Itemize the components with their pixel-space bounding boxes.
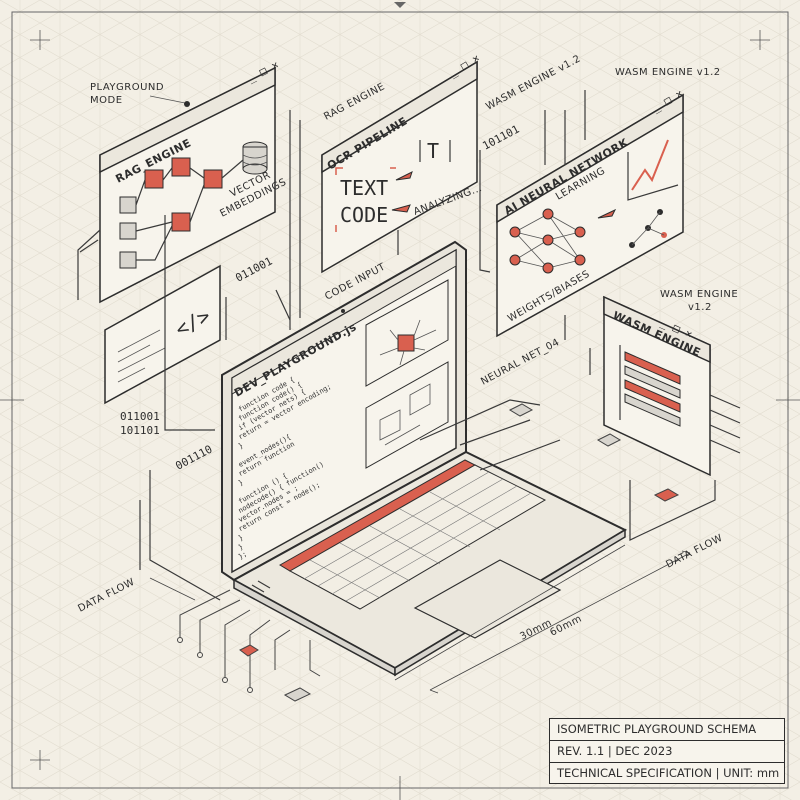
dimension-lines xyxy=(149,544,691,694)
binary-label-4: 101101 xyxy=(120,424,160,437)
playground-label-2: MODE xyxy=(90,95,123,106)
title-block: ISOMETRIC PLAYGROUND SCHEMA REV. 1.1 | D… xyxy=(549,718,785,784)
connector-lines xyxy=(77,90,716,601)
camera-icon xyxy=(341,309,345,313)
ocr-glyph: T xyxy=(427,139,439,163)
binary-label-3: 011001 xyxy=(120,410,160,423)
corner-crosses xyxy=(30,30,770,770)
keyboard[interactable] xyxy=(288,464,547,610)
chart-axes xyxy=(627,152,679,201)
chip-icon xyxy=(397,334,415,352)
arrow-icon xyxy=(391,204,411,213)
center-marks xyxy=(0,390,800,800)
rag-node-red-1 xyxy=(144,169,164,189)
wasm-engine-label-c1: WASM ENGINE xyxy=(660,289,738,300)
output-arrows xyxy=(709,394,741,454)
rag-node-red-2 xyxy=(171,157,191,177)
top-marker xyxy=(394,2,406,8)
laptop: DEV_PLAYGROUND.js function code { functi… xyxy=(221,240,628,677)
ocr-code-word: CODE xyxy=(340,203,388,227)
rag-node-red-4 xyxy=(203,169,223,189)
wasm-rows xyxy=(619,345,681,427)
pointer-dot xyxy=(184,101,190,107)
code-line: } xyxy=(237,543,245,552)
code-line: }; xyxy=(237,550,248,561)
rag-node-1 xyxy=(119,196,137,214)
code-line: } xyxy=(237,534,245,543)
circuit-traces xyxy=(177,403,680,702)
circuit-diagram xyxy=(379,383,431,446)
database-icon xyxy=(242,141,268,175)
rag-node-red-3 xyxy=(171,212,191,232)
document-icon xyxy=(119,251,137,269)
code-line: } xyxy=(237,478,245,487)
arrow-icon xyxy=(597,208,617,219)
usb-port-icon xyxy=(251,580,271,593)
code-line: } xyxy=(237,442,245,451)
tree-icon xyxy=(629,209,667,248)
wasm-engine-label-b: WASM ENGINE v1.2 xyxy=(615,67,721,78)
wasm-engine-panel: WASM ENGINE _ □ × xyxy=(603,295,741,477)
gear-icon xyxy=(119,222,137,240)
nn-graph xyxy=(509,208,586,274)
growth-chart-icon xyxy=(631,139,669,191)
trackpad[interactable] xyxy=(413,559,562,639)
title-block-revision: REV. 1.1 | DEC 2023 xyxy=(550,741,784,763)
key-grid xyxy=(303,471,532,602)
arrow-icon xyxy=(395,171,413,181)
title-block-spec: TECHNICAL SPECIFICATION | UNIT: mm xyxy=(557,766,780,780)
code-snippet-panel: </> xyxy=(104,264,221,405)
wasm-engine-label-c2: v1.2 xyxy=(688,302,712,313)
ocr-text-word: TEXT xyxy=(340,176,388,200)
playground-label-1: PLAYGROUND xyxy=(90,82,164,93)
rag-engine-panel: RAG_ENGINE _ □ × VECTOR EMBEDDINGS xyxy=(99,58,288,304)
title-block-title: ISOMETRIC PLAYGROUND SCHEMA xyxy=(550,719,784,741)
